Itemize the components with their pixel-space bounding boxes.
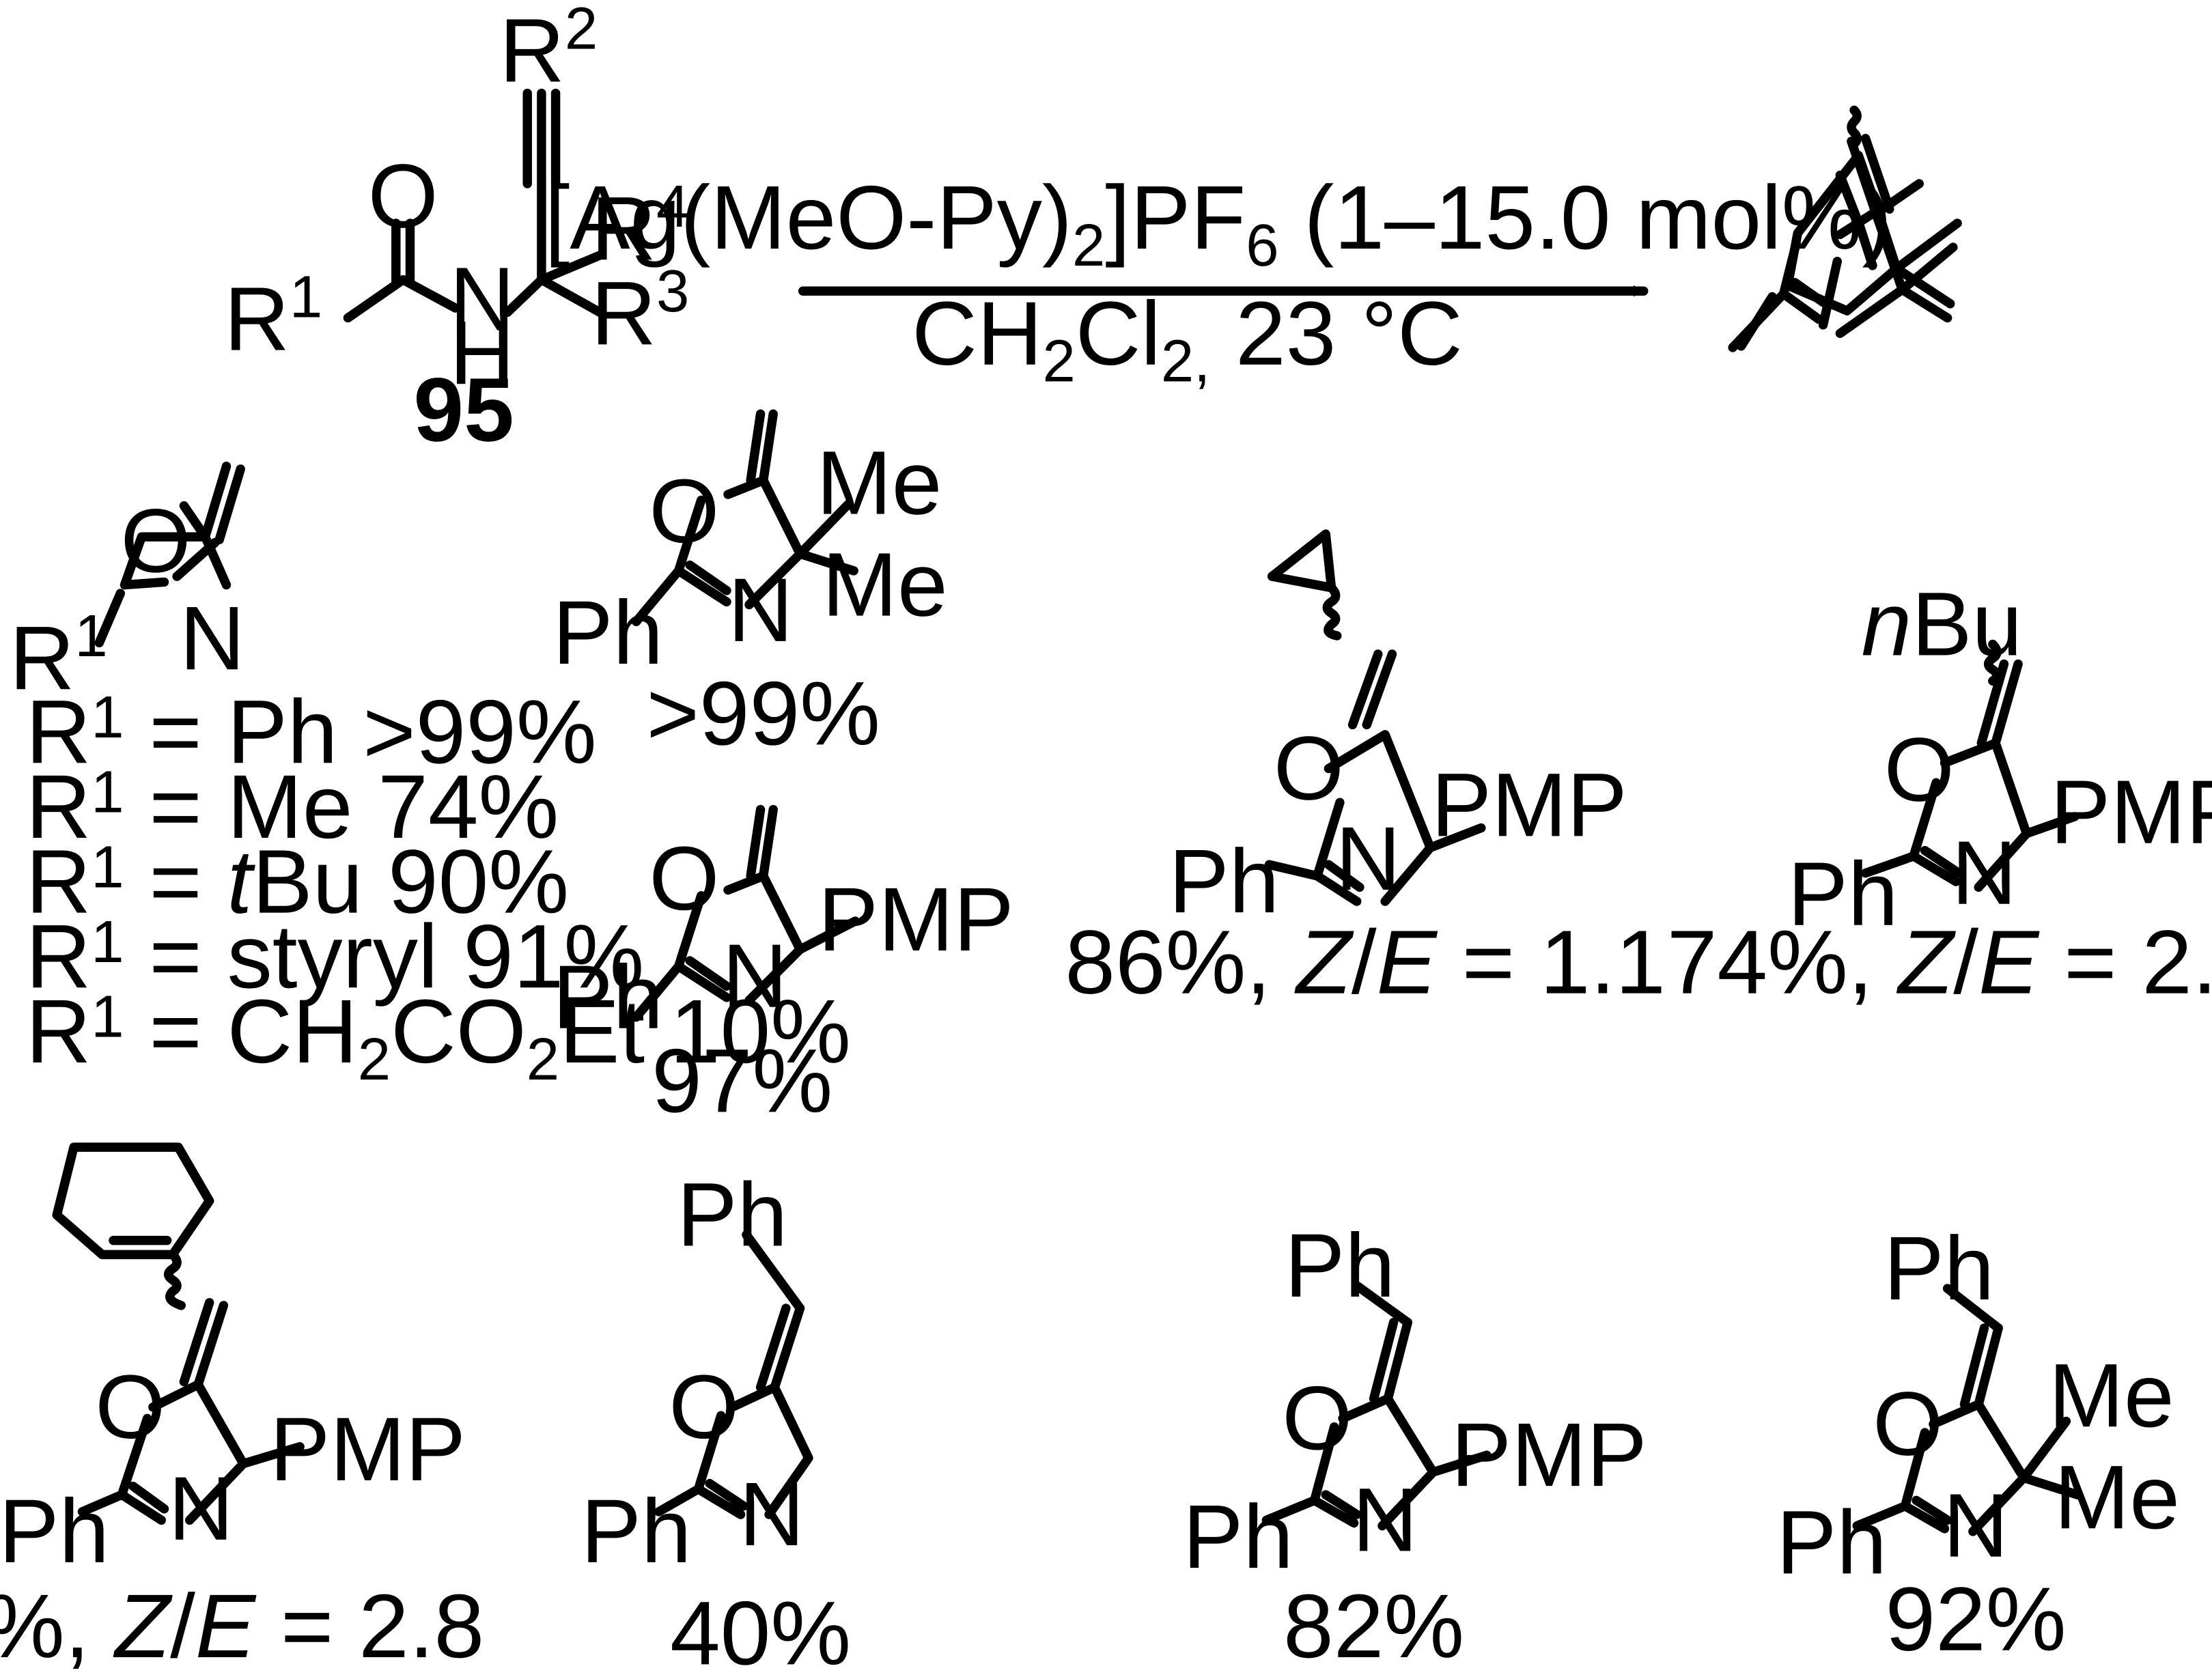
ring-nitrogen: N <box>1352 1469 1418 1570</box>
methyl-label-1: Me <box>816 433 942 534</box>
reagent-label: [Ag(MeO-Py)2]PF6 (1–15.0 mol%) <box>545 167 1892 279</box>
compound-cyclopropyl: O N PMP Ph 86%, Z/E = 1.1 <box>1065 529 1666 1013</box>
reaction-arrow: [Ag(MeO-Py)2]PF6 (1–15.0 mol%) CH2Cl2, 2… <box>545 167 1892 394</box>
phenyl-label: Ph <box>552 947 663 1048</box>
ring-oxygen: O <box>1274 718 1344 819</box>
yield-benzylidene-dimethyl: 92% <box>1886 1569 2067 1670</box>
ring-oxygen: O <box>669 1357 739 1458</box>
methyl-label-2: Me <box>2054 1447 2180 1548</box>
starting-material-95: O N H R1 R4 R3 R2 95 <box>224 0 689 461</box>
r1-row-4: R1 = styryl 91% <box>26 906 645 1007</box>
ring-oxygen: O <box>121 490 191 591</box>
yield-nbutyl: 74%, Z/E = 2.7 <box>1667 912 2212 1013</box>
ring-oxygen: O <box>1884 720 1955 821</box>
r1-row-2: R1 = Me 74% <box>26 757 559 858</box>
phenyl-label: Ph <box>1788 844 1899 945</box>
yield-pmp-methylene: 97% <box>652 1030 832 1131</box>
ring-nitrogen: N <box>1336 808 1401 910</box>
compound-cyclohexenyl: O N PMP Ph 95%, Z/E = 2.8 <box>0 1142 484 1677</box>
r1-row-3: R1 = tBu 90% <box>26 832 569 933</box>
ring-nitrogen: N <box>1943 1476 2008 1577</box>
conditions-label: CH2Cl2, 23 °C <box>912 283 1463 395</box>
nbutyl-label: nBu <box>1862 574 2023 675</box>
compound-dimethyl: O N Me Me Ph >99% <box>552 409 948 764</box>
ring-oxygen: O <box>1873 1374 1943 1475</box>
pmp-label: PMP <box>270 1399 466 1500</box>
methyl-label-1: Me <box>2049 1345 2174 1446</box>
benzylidene-phenyl: Ph <box>1285 1215 1395 1316</box>
pmp-label: PMP <box>1431 755 1627 856</box>
methyl-label-2: Me <box>822 535 948 636</box>
yield-dimethyl: >99% <box>647 663 880 764</box>
phenyl-label: Ph <box>1776 1492 1887 1593</box>
ring-nitrogen: N <box>739 1464 804 1565</box>
r1-label: R1 <box>224 264 322 370</box>
ring-nitrogen: N <box>168 1458 234 1560</box>
ring-oxygen: O <box>95 1357 165 1458</box>
r1-substituent: R1 <box>10 603 108 709</box>
r1-row-1: R1 = Ph >99% <box>26 681 597 783</box>
r2-label: R2 <box>499 0 598 101</box>
ring-nitrogen: N <box>180 588 245 689</box>
yield-benzylidene-pmp: 82% <box>1283 1576 1464 1677</box>
phenyl-label: Ph <box>0 1481 109 1582</box>
amide-nitrogen: N <box>449 249 515 350</box>
yield-benzylidene: 40% <box>670 1583 851 1677</box>
carbonyl-oxygen: O <box>368 146 438 247</box>
yield-cyclopropyl: 86%, Z/E = 1.1 <box>1065 912 1666 1013</box>
benzylidene-phenyl: Ph <box>677 1164 787 1265</box>
r1-yield-table: R1 = Ph >99% R1 = Me 74% R1 = tBu 90% R1… <box>26 681 851 1092</box>
benzylidene-phenyl: Ph <box>1884 1218 1994 1319</box>
r1-row-5: R1 = CH2CO2Et 10% <box>26 981 851 1093</box>
pmp-label: PMP <box>1451 1405 1647 1506</box>
compound-number-95: 95 <box>413 360 514 461</box>
compound-benzylidene-dimethyl: O N Me Me Ph Ph 92% <box>1776 1218 2180 1670</box>
compound-benzylidene: O N Ph Ph 40% <box>581 1164 852 1677</box>
ring-oxygen: O <box>649 461 719 562</box>
compound-pmp-methylene: O N PMP Ph 97% <box>552 804 1014 1131</box>
pmp-label: PMP <box>818 869 1014 970</box>
amide-hydrogen: H <box>449 302 515 404</box>
phenyl-label: Ph <box>1168 831 1279 932</box>
ring-nitrogen: N <box>728 560 794 661</box>
compound-nbutyl: O N PMP Ph nBu 74%, Z/E = 2.7 <box>1667 574 2212 1013</box>
r3-label: R3 <box>591 258 689 365</box>
phenyl-label: Ph <box>552 582 663 684</box>
compound-r1-series: O N R1 <box>10 462 245 709</box>
product-96-structure <box>1728 105 1958 352</box>
ring-nitrogen: N <box>1952 823 2017 924</box>
phenyl-label: Ph <box>581 1481 692 1582</box>
r4-label: R4 <box>591 173 689 280</box>
yield-cyclohexenyl: 95%, Z/E = 2.8 <box>0 1576 484 1677</box>
phenyl-label: Ph <box>1183 1486 1293 1588</box>
pmp-label: PMP <box>2050 762 2212 863</box>
ring-nitrogen: N <box>723 926 788 1027</box>
ring-oxygen: O <box>1282 1368 1352 1469</box>
ring-oxygen: O <box>649 828 719 929</box>
compound-benzylidene-pmp: O N PMP Ph Ph 82% <box>1183 1215 1647 1677</box>
